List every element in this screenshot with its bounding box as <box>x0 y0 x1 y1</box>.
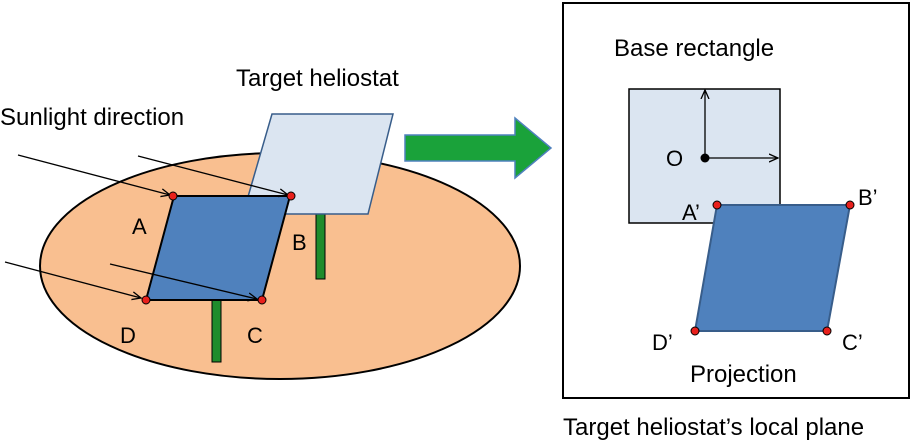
projection-polygon <box>693 204 852 332</box>
shading-heliostat-pole <box>211 299 222 363</box>
sunlight-ray-d <box>4 261 141 298</box>
sunlight-ray-b <box>137 155 288 195</box>
local-plane-caption: Target heliostat’s local plane <box>563 414 864 441</box>
transform-arrow-icon <box>404 116 553 180</box>
point-a-marker <box>168 191 178 201</box>
origin-label: O <box>666 146 683 171</box>
point-d-prime-label: D’ <box>652 330 673 355</box>
point-b-label: B <box>292 230 307 255</box>
point-a-prime-label: A’ <box>682 200 700 225</box>
point-c-marker <box>257 295 267 305</box>
point-c-label: C <box>247 323 263 348</box>
point-c-prime-label: C’ <box>842 330 863 355</box>
point-b-marker <box>286 191 296 201</box>
point-d-prime-marker <box>690 326 700 336</box>
origin-point <box>700 153 710 163</box>
sunlight-ray-c <box>109 263 257 299</box>
point-a-prime-marker <box>712 200 722 210</box>
base-rectangle-label: Base rectangle <box>614 35 774 62</box>
target-heliostat-pole <box>315 211 326 280</box>
sunlight-ray-a <box>17 154 170 195</box>
point-c-prime-marker <box>822 326 832 336</box>
projection-label: Projection <box>690 361 797 388</box>
point-b-prime-label: B’ <box>858 185 878 210</box>
target-heliostat-label: Target heliostat <box>236 65 399 92</box>
sunlight-direction-label: Sunlight direction <box>0 104 184 131</box>
point-d-label: D <box>120 323 136 348</box>
point-b-prime-marker <box>845 200 855 210</box>
point-d-marker <box>141 295 151 305</box>
point-a-label: A <box>132 214 147 239</box>
